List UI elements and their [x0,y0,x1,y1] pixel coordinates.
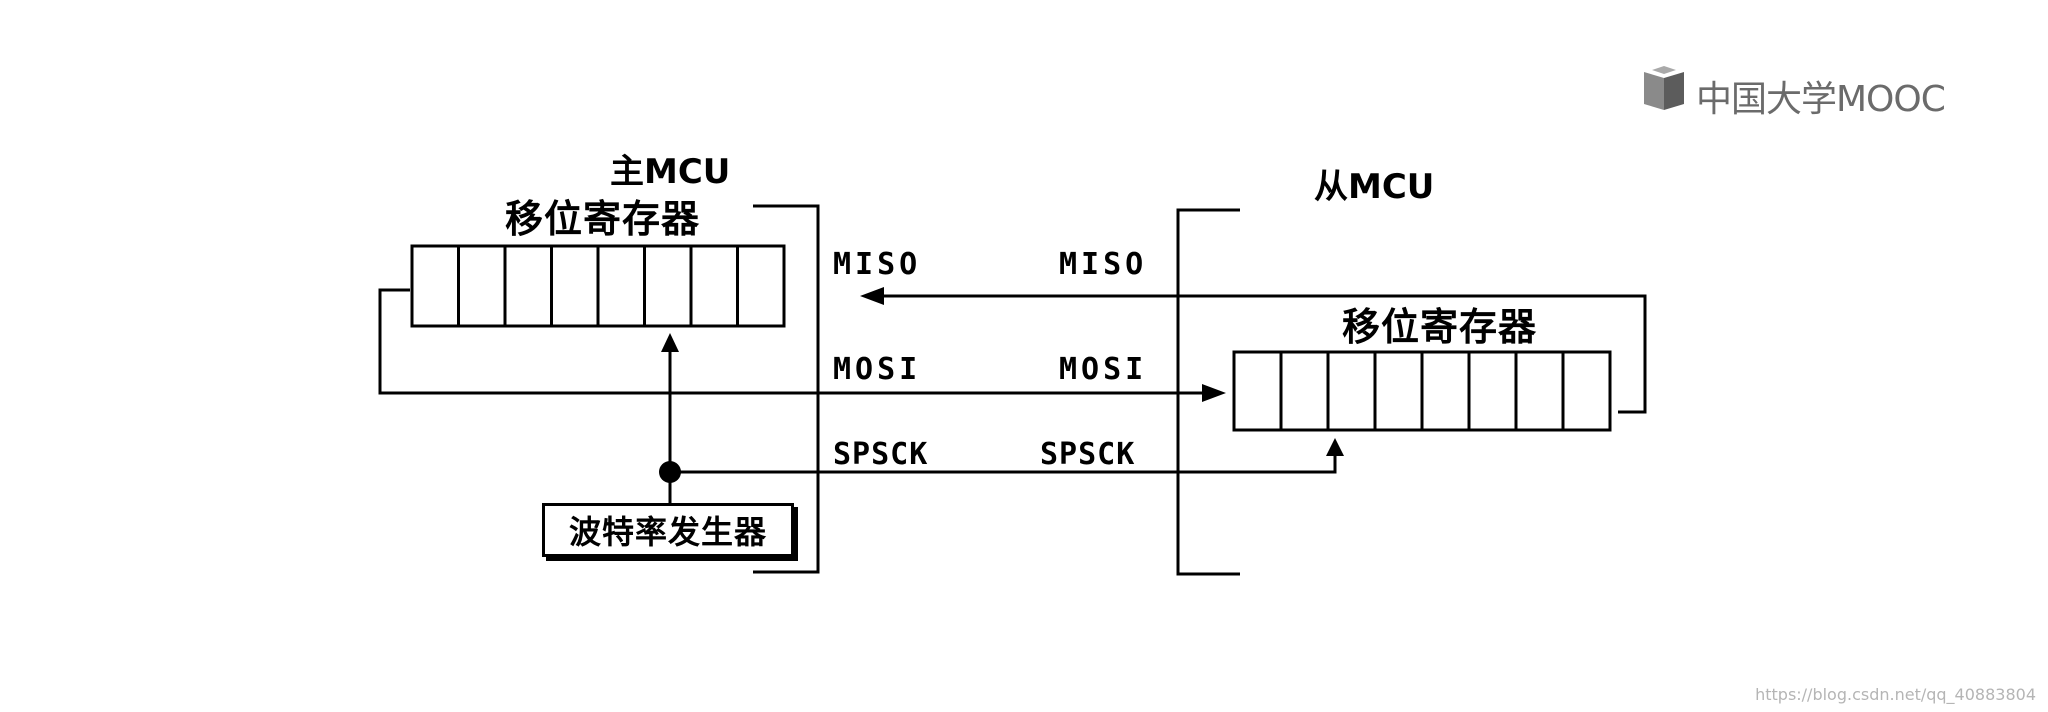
master-mcu-bracket [753,204,820,574]
master-register-cell [550,244,600,328]
slave-register-cell [1420,350,1471,432]
slave-mcu-title: 从MCU [1314,167,1435,207]
slave-register-cell [1373,350,1424,432]
slave-shift-register [1232,350,1612,432]
master-register-cell [410,244,460,328]
slave-register-cell [1561,350,1612,432]
master-register-label: 移位寄存器 [505,197,701,241]
miso-label-slave: MISO [1059,247,1148,282]
master-register-cell [736,244,786,328]
miso-label-master: MISO [833,247,922,282]
slave-register-cell [1467,350,1518,432]
slave-register-cell [1232,350,1283,432]
master-register-cell [596,244,646,328]
master-mcu-title: 主MCU [610,152,731,192]
miso-arrowhead [860,287,884,305]
master-clock-arrowhead [661,333,679,352]
slave-register-cell [1326,350,1377,432]
slave-register-cell [1279,350,1330,432]
watermark: https://blog.csdn.net/qq_40883804 [1755,685,2036,704]
baud-rate-generator: 波特率发生器 [542,503,794,557]
baud-rate-generator-label: 波特率发生器 [568,513,767,551]
mooc-logo: 中国大学MOOC [1696,70,1946,122]
spsck-label-slave: SPSCK [1040,437,1136,472]
master-shift-register [410,244,786,328]
miso-line [868,294,1647,414]
slave-register-label: 移位寄存器 [1342,305,1538,349]
master-register-cell [643,244,693,328]
book-icon [1644,66,1684,110]
master-register-cell [689,244,739,328]
master-register-cell [503,244,553,328]
slave-register-cell [1514,350,1565,432]
spsck-line [670,450,1337,474]
spsck-slave-arrowhead [1326,438,1344,456]
master-register-cell [457,244,507,328]
mosi-arrowhead [1202,384,1226,402]
mosi-line [378,288,1204,395]
junction-dot [659,461,681,483]
logo-text: 中国大学MOOC [1696,79,1946,120]
mosi-label-slave: MOSI [1059,352,1148,387]
spsck-label-master: SPSCK [833,437,929,472]
mosi-label-master: MOSI [833,352,922,387]
